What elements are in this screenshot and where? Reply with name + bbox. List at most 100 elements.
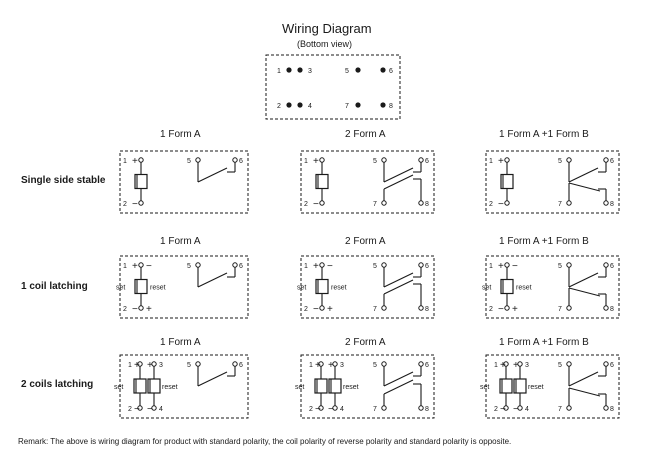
pin-dot: [380, 102, 386, 108]
pin-label: 7: [558, 201, 562, 208]
terminal-circle: [504, 200, 510, 206]
diagram-subtitle: (Bottom view): [297, 39, 353, 49]
polarity-plus: +: [313, 261, 319, 272]
pin-label: 7: [558, 306, 562, 313]
reset-label: reset: [516, 285, 532, 292]
terminal-circle: [319, 200, 325, 206]
pin-label: 5: [373, 362, 377, 369]
pin-dot: [380, 67, 386, 73]
circuit-box: [300, 150, 435, 214]
coil-icon: [134, 278, 148, 295]
polarity-plus: +: [513, 360, 519, 371]
terminal-circle: [418, 200, 424, 206]
terminal-circle: [232, 361, 238, 367]
terminal-circle: [138, 262, 144, 268]
pin-label: 2: [304, 306, 308, 313]
polarity-plus: +: [132, 261, 138, 272]
pin-label: 5: [558, 362, 562, 369]
pin-label: 6: [610, 263, 614, 270]
switch-blade: [197, 272, 228, 288]
polarity-plus: +: [315, 360, 321, 371]
pin-label: 5: [558, 158, 562, 165]
terminal-circle: [418, 262, 424, 268]
column-header-1-form-a: 1 Form A: [160, 236, 201, 247]
circuit-box: [300, 354, 435, 419]
pin-label: 4: [525, 406, 529, 413]
coil-icon: [315, 278, 329, 295]
row-label-1-coil-latching: 1 coil latching: [21, 281, 88, 292]
switch-blade: [568, 287, 601, 297]
set-label: set: [116, 285, 125, 292]
set-label: set: [114, 384, 123, 391]
coil-icon: [314, 378, 328, 394]
pin-label: 3: [308, 68, 312, 75]
terminal-circle: [603, 361, 609, 367]
terminal-circle: [381, 200, 387, 206]
pin-label: 6: [239, 362, 243, 369]
circuit-box: [485, 255, 620, 319]
pin-label: 2: [309, 406, 313, 413]
pin-label: 1: [304, 263, 308, 270]
pin-label: 7: [373, 306, 377, 313]
pin-label: 6: [425, 158, 429, 165]
pin-label: 1: [123, 158, 127, 165]
pin-dot: [286, 102, 292, 108]
pin-label: 2: [489, 201, 493, 208]
pin-label: 8: [610, 201, 614, 208]
terminal-circle: [603, 200, 609, 206]
polarity-minus: −: [132, 304, 138, 315]
reset-label: reset: [150, 285, 166, 292]
circuit-box: [300, 255, 435, 319]
polarity-minus: −: [498, 304, 504, 315]
polarity-minus: −: [327, 261, 333, 272]
terminal-circle: [504, 305, 510, 311]
terminal-circle: [603, 157, 609, 163]
column-header-2-form-a: 2 Form A: [345, 337, 386, 348]
terminal-circle: [319, 157, 325, 163]
circuit-box: [485, 150, 620, 214]
terminal-circle: [381, 157, 387, 163]
terminal-circle: [319, 262, 325, 268]
terminal-circle: [418, 405, 424, 411]
switch-blade: [197, 167, 228, 183]
column-header-1a-1b: 1 Form A +1 Form B: [499, 337, 589, 348]
terminal-circle: [381, 305, 387, 311]
pin-label: 1: [304, 158, 308, 165]
terminal-circle: [603, 405, 609, 411]
coil-icon: [133, 378, 147, 394]
pin-label: 5: [187, 263, 191, 270]
pin-label: 5: [558, 263, 562, 270]
pin-label: 5: [345, 68, 349, 75]
set-label: set: [480, 384, 489, 391]
pin-label: 2: [123, 306, 127, 313]
column-header-1-form-a: 1 Form A: [160, 337, 201, 348]
pin-label: 5: [187, 158, 191, 165]
column-header-2-form-a: 2 Form A: [345, 129, 386, 140]
pin-label: 8: [425, 406, 429, 413]
column-header-1-form-a: 1 Form A: [160, 129, 201, 140]
polarity-minus: −: [146, 261, 152, 272]
polarity-plus: +: [134, 360, 140, 371]
terminal-circle: [319, 305, 325, 311]
pin-label: 6: [610, 158, 614, 165]
set-label: set: [297, 285, 306, 292]
pin-label: 3: [525, 362, 529, 369]
terminal-circle: [381, 405, 387, 411]
coil-icon: [500, 173, 514, 190]
remark-text: Remark: The above is wiring diagram for …: [18, 437, 512, 446]
column-header-1a-1b: 1 Form A +1 Form B: [499, 236, 589, 247]
pin-label: 6: [239, 263, 243, 270]
pin-label: 5: [187, 362, 191, 369]
pin-label: 1: [309, 362, 313, 369]
pin-label: 1: [277, 68, 281, 75]
terminal-circle: [566, 305, 572, 311]
column-header-1a-1b: 1 Form A +1 Form B: [499, 129, 589, 140]
terminal-circle: [195, 361, 201, 367]
